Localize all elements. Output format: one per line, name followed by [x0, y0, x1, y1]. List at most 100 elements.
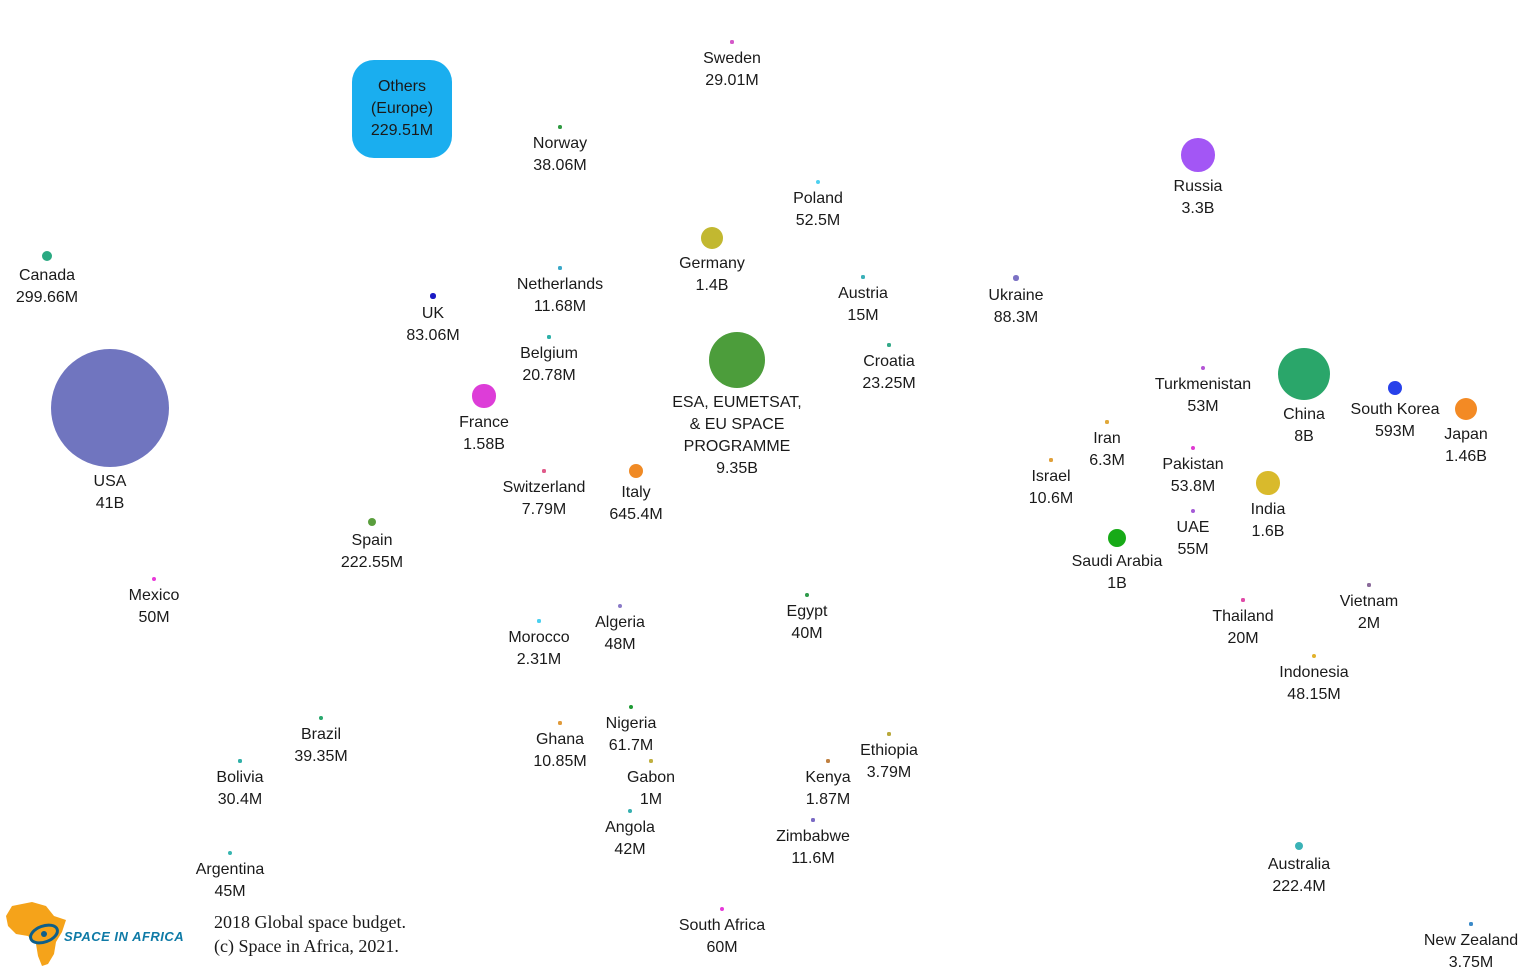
label-value-new-zealand: 3.75M	[1448, 953, 1494, 971]
label-name-argentina: Argentina	[195, 860, 265, 878]
bubble-switzerland	[542, 469, 546, 473]
bubble-germany	[701, 227, 723, 249]
label-value-usa: 41B	[95, 495, 125, 512]
label-value-croatia: 23.25M	[862, 374, 916, 392]
space-in-africa-logo: SPACE IN AFRICA	[2, 898, 212, 968]
others-value: 229.51M	[370, 122, 434, 139]
label-value-thailand: 20M	[1227, 629, 1259, 647]
bubble-india	[1256, 471, 1280, 495]
label-name-nigeria: Nigeria	[605, 715, 657, 733]
label-name-france: France	[459, 413, 509, 431]
label-value-poland: 52.5M	[795, 212, 841, 230]
label-vietnam: Vietnam 2M	[1340, 591, 1398, 635]
label-value-south-korea: 593M	[1374, 423, 1416, 441]
label-value-zimbabwe: 11.6M	[791, 849, 835, 867]
bubble-argentina	[228, 851, 232, 855]
label-name-south-africa: South Africa	[678, 917, 766, 935]
label-value-algeria: 48M	[604, 636, 636, 654]
label-thailand: Thailand 20M	[1212, 606, 1273, 650]
bubble-uae	[1190, 508, 1196, 514]
bubble-italy	[628, 463, 644, 479]
bubble-turkmenistan	[1200, 365, 1206, 371]
label-value-italy: 645.4M	[609, 506, 663, 524]
bubble-spain	[367, 517, 377, 527]
bubble-kenya	[826, 759, 830, 763]
label-value-indonesia: 48.15M	[1287, 686, 1341, 704]
label-value-vietnam: 2M	[1357, 614, 1381, 632]
label-name-morocco: Morocco	[508, 628, 570, 646]
bubble-zimbabwe	[811, 818, 815, 822]
label-name-croatia: Croatia	[863, 352, 915, 370]
africa-map-icon	[6, 902, 66, 966]
bubble-algeria	[617, 603, 622, 608]
label-value-bolivia: 30.4M	[217, 790, 263, 808]
label-name-zimbabwe: Zimbabwe	[776, 827, 850, 845]
label-value-brazil: 39.35M	[294, 747, 348, 765]
bubble-uk	[430, 293, 436, 299]
label-name-australia: Australia	[1267, 856, 1331, 874]
label-value-saudi-arabia: 1B	[1107, 575, 1127, 593]
label-value-esa-eumetsat-eu-space-programme: 9.35B	[716, 460, 758, 478]
label-name-egypt: Egypt	[786, 602, 828, 620]
label-name-italy: Italy	[621, 484, 651, 502]
bubble-indonesia	[1311, 653, 1316, 658]
label-name-china: China	[1283, 406, 1325, 424]
label-value-netherlands: 11.68M	[533, 297, 587, 315]
bubble-saudi-arabia	[1107, 528, 1127, 548]
bubble-angola	[628, 809, 632, 813]
label-name-algeria: Algeria	[595, 614, 645, 632]
label-value-uk: 83.06M	[406, 326, 460, 344]
label-name-thailand: Thailand	[1212, 607, 1274, 625]
label-zimbabwe: Zimbabwe 11.6M	[776, 826, 850, 870]
bubble-mexico	[151, 576, 157, 582]
label-name-austria: Austria	[838, 284, 888, 302]
label-name-israel: Israel	[1031, 467, 1071, 485]
label-name-japan: Japan	[1444, 426, 1488, 444]
label-value-nigeria: 61.7M	[608, 737, 654, 755]
label-name-iran: Iran	[1093, 429, 1121, 447]
label-value-morocco: 2.31M	[516, 650, 562, 668]
label-name-russia: Russia	[1173, 177, 1223, 195]
bubble-austria	[861, 275, 865, 279]
logo-text: SPACE IN AFRICA	[64, 929, 185, 944]
label-name-mexico: Mexico	[128, 587, 180, 605]
label-name-bolivia: Bolivia	[216, 768, 264, 786]
label-value-turkmenistan: 53M	[1187, 398, 1219, 416]
bubble-pakistan	[1190, 445, 1196, 451]
bubble-japan	[1454, 397, 1478, 421]
label-value-norway: 38.06M	[533, 156, 587, 174]
label-value-austria: 15M	[847, 306, 879, 324]
label-value-ghana: 10.85M	[533, 752, 587, 770]
label-value-uae: 55M	[1177, 541, 1209, 559]
footer-line-2: (c) Space in Africa, 2021.	[214, 936, 399, 956]
bubble-ghana	[558, 721, 562, 725]
label-value-argentina: 45M	[214, 882, 246, 900]
bubble-sweden	[730, 40, 734, 44]
bubble-norway	[558, 125, 562, 129]
bubble-usa	[51, 349, 169, 467]
label-bolivia: Bolivia 30.4M	[216, 767, 263, 811]
label-name-uk: UK	[421, 304, 445, 322]
label-name-ukraine: Ukraine	[988, 286, 1044, 304]
label-name-vietnam: Vietnam	[1339, 592, 1399, 610]
bubble-new-zealand	[1469, 922, 1473, 926]
